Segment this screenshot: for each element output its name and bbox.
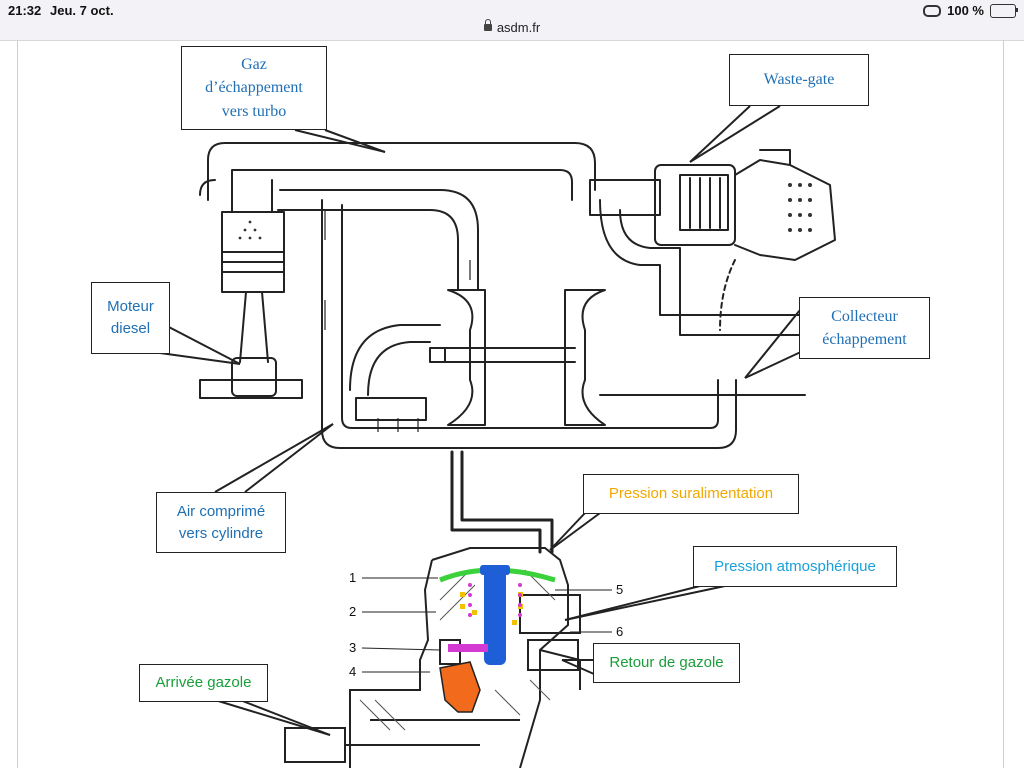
- link-icon: [923, 4, 942, 17]
- battery-icon: [990, 3, 1018, 18]
- part-number-3: 3: [349, 640, 356, 655]
- spring-coils: [468, 583, 522, 617]
- status-bar: 21:32 Jeu. 7 oct. asdm.fr 100 %: [0, 0, 1024, 41]
- label-retour-gazole: Retour de gazole: [593, 643, 740, 683]
- leader-air: [214, 423, 334, 493]
- clock: 21:32: [8, 3, 42, 18]
- address-bar[interactable]: asdm.fr: [0, 19, 1024, 35]
- wastegate-body: [654, 164, 736, 246]
- label-gaz-echappement: Gaz d’échappement vers turbo: [181, 46, 327, 130]
- turbine-wheel: [564, 289, 606, 426]
- url-text: asdm.fr: [496, 20, 541, 35]
- exhaust-pipe: [207, 142, 596, 201]
- part-number-5: 5: [616, 582, 623, 597]
- label-pression-suralimentation: Pression suralimentation: [583, 474, 799, 514]
- compressor-wheel: [447, 289, 486, 426]
- status-indicators: 100 %: [923, 3, 1018, 18]
- boost-line: [450, 450, 542, 554]
- turbo-shaft: [444, 347, 576, 363]
- leader-gaz: [294, 129, 386, 153]
- part-number-1: 1: [349, 570, 356, 585]
- connecting-rod: [239, 291, 269, 363]
- label-moteur-diesel: Moteur diesel: [91, 282, 170, 354]
- leader-wastegate: [689, 105, 781, 163]
- label-pression-atmospherique: Pression atmosphérique: [693, 546, 897, 587]
- leader-collecteur: [744, 349, 806, 379]
- lock-icon: [483, 19, 492, 31]
- part-number-6: 6: [616, 624, 623, 639]
- intake-pipe: [279, 189, 479, 291]
- page-edge-right: [1003, 40, 1004, 768]
- compressed-air-loop: [321, 199, 737, 449]
- leader-sural: [549, 512, 601, 551]
- part-number-2: 2: [349, 604, 356, 619]
- page-edge-left: [17, 40, 18, 768]
- leader-arrivee: [214, 699, 331, 736]
- part-number-4: 4: [349, 664, 356, 679]
- lever: [439, 661, 481, 713]
- leader-moteur: [159, 352, 241, 365]
- label-arrivee-gazole: Arrivée gazole: [139, 664, 268, 702]
- piston: [484, 570, 506, 665]
- label-collecteur-echappement: Collecteur échappement: [799, 297, 930, 359]
- date: Jeu. 7 oct.: [50, 3, 114, 18]
- label-air-comprime: Air comprimé vers cylindre: [156, 492, 286, 553]
- label-waste-gate: Waste-gate: [729, 54, 869, 106]
- battery-percent: 100 %: [947, 3, 984, 18]
- pin: [448, 644, 488, 652]
